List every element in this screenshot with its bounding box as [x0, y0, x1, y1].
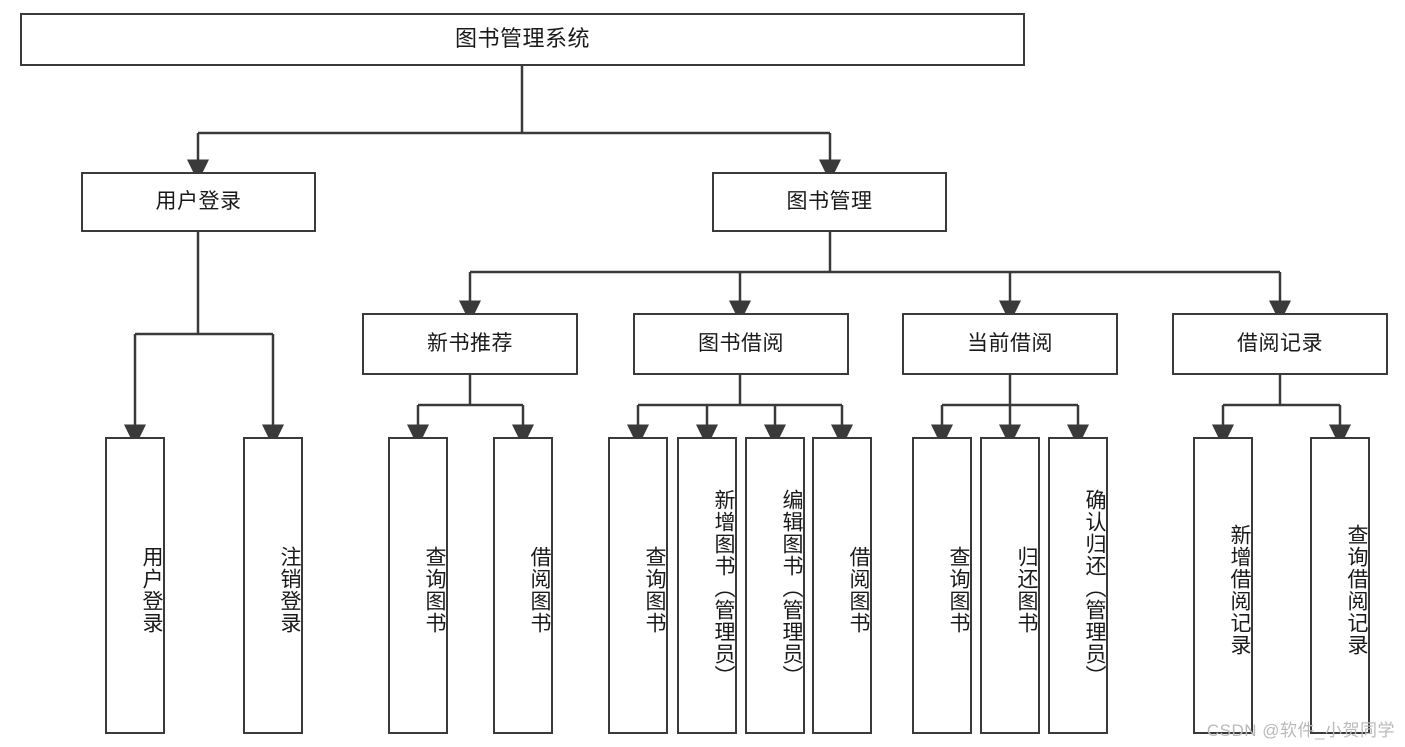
csdn-watermark: CSDN @软件_小贺同学	[1206, 721, 1395, 740]
leaf-current-borrow-return[interactable]: 归还图书	[980, 437, 1040, 734]
leaf-book-borrow-edit-admin[interactable]: 编辑图书（管理员）	[745, 437, 805, 734]
leaf-book-borrow-lend[interactable]: 借阅图书	[812, 437, 872, 734]
leaf-borrow-record-add[interactable]: 新增借阅记录	[1193, 437, 1253, 734]
node-root-system[interactable]: 图书管理系统	[20, 13, 1025, 66]
leaf-book-borrow-query[interactable]: 查询图书	[608, 437, 668, 734]
node-borrow-record[interactable]: 借阅记录	[1172, 313, 1388, 375]
node-new-book-recommend[interactable]: 新书推荐	[362, 313, 578, 375]
leaf-book-borrow-add-admin[interactable]: 新增图书（管理员）	[677, 437, 737, 734]
node-book-management[interactable]: 图书管理	[712, 172, 947, 232]
leaf-new-book-borrow[interactable]: 借阅图书	[493, 437, 553, 734]
node-user-login[interactable]: 用户登录	[81, 172, 316, 232]
leaf-user-login-signin[interactable]: 用户登录	[105, 437, 165, 734]
leaf-borrow-record-query[interactable]: 查询借阅记录	[1310, 437, 1370, 734]
leaf-current-borrow-confirm-admin[interactable]: 确认归还（管理员）	[1048, 437, 1108, 734]
leaf-current-borrow-query[interactable]: 查询图书	[912, 437, 972, 734]
leaf-user-login-signout[interactable]: 注销登录	[243, 437, 303, 734]
node-current-borrow[interactable]: 当前借阅	[902, 313, 1118, 375]
node-book-borrow[interactable]: 图书借阅	[633, 313, 849, 375]
leaf-new-book-query[interactable]: 查询图书	[388, 437, 448, 734]
